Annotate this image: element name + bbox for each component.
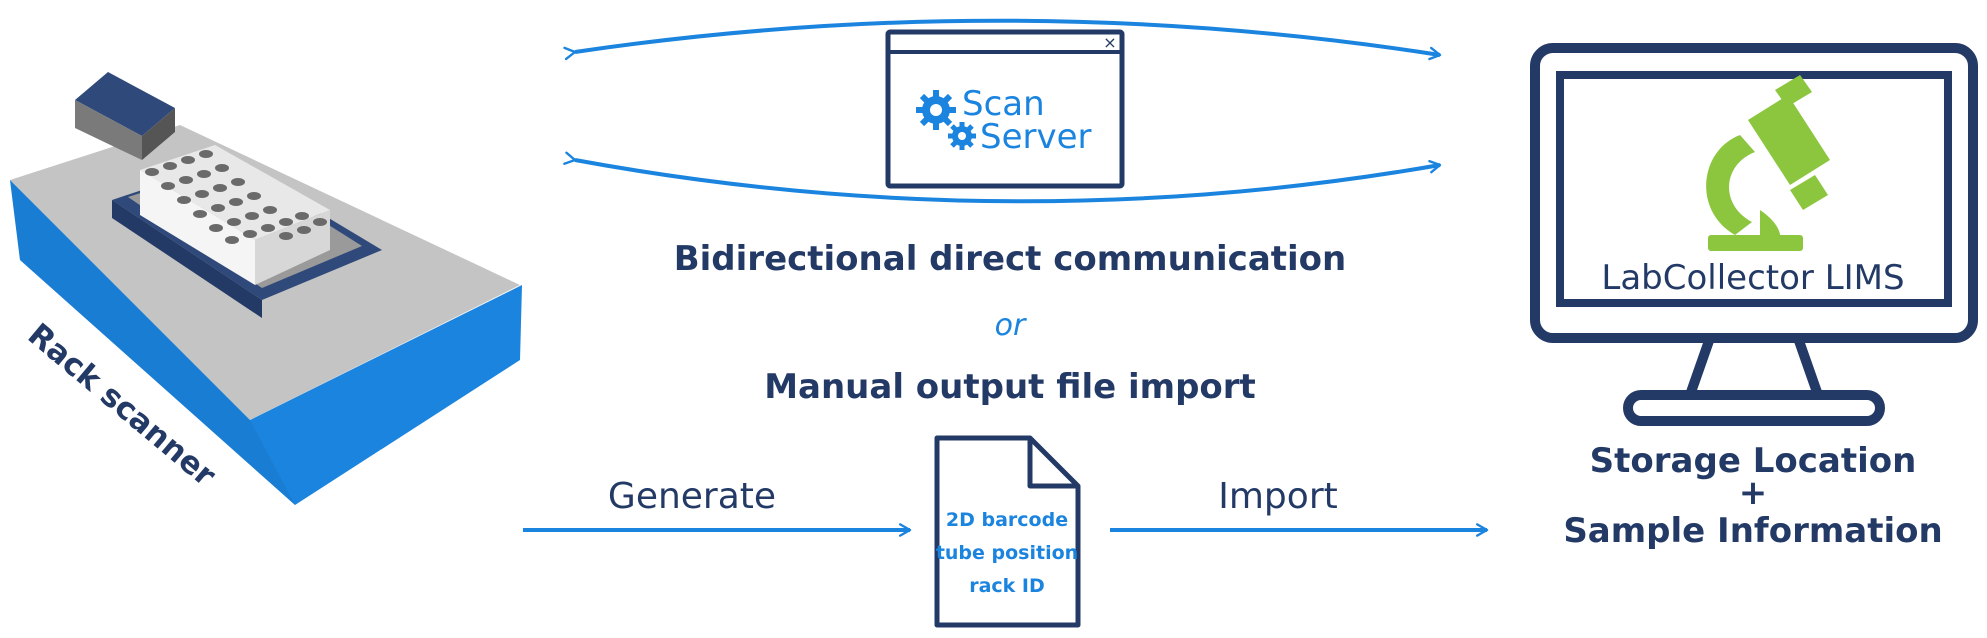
document-icon: 2D barcode tube position rack ID xyxy=(934,435,1081,628)
bidirectional-arrow-top xyxy=(563,18,1442,61)
file-line-2: tube position xyxy=(936,542,1078,564)
lims-caption-line2: Sample Information xyxy=(1563,511,1942,551)
tube-block xyxy=(140,145,330,285)
manual-import-label: Manual output file import xyxy=(764,367,1256,407)
close-icon: × xyxy=(1103,33,1116,52)
scanner-base-side xyxy=(10,180,522,505)
or-label: or xyxy=(995,308,1027,343)
lims-title: LabCollector LIMS xyxy=(1601,258,1904,298)
microscope-icon xyxy=(1706,75,1830,251)
lims-caption-line1: Storage Location xyxy=(1590,441,1917,481)
scan-server-line1: Scan xyxy=(962,84,1045,124)
scan-server-line2: Server xyxy=(980,117,1092,157)
rack-scanner: Rack scanner xyxy=(10,72,522,505)
gears-icon xyxy=(916,90,976,150)
generate-label: Generate xyxy=(608,476,776,517)
monitor-icon xyxy=(1530,43,1978,426)
file-line-1: 2D barcode xyxy=(946,509,1068,531)
camera-icon xyxy=(75,72,175,160)
lims-caption-plus: + xyxy=(1739,473,1768,513)
bidirectional-arrow-bottom xyxy=(563,151,1442,204)
scan-server-window: × Scan Server xyxy=(885,29,1125,189)
bidirectional-communication-label: Bidirectional direct communication xyxy=(674,239,1347,279)
file-line-3: rack ID xyxy=(969,575,1045,597)
import-label: Import xyxy=(1218,476,1337,517)
